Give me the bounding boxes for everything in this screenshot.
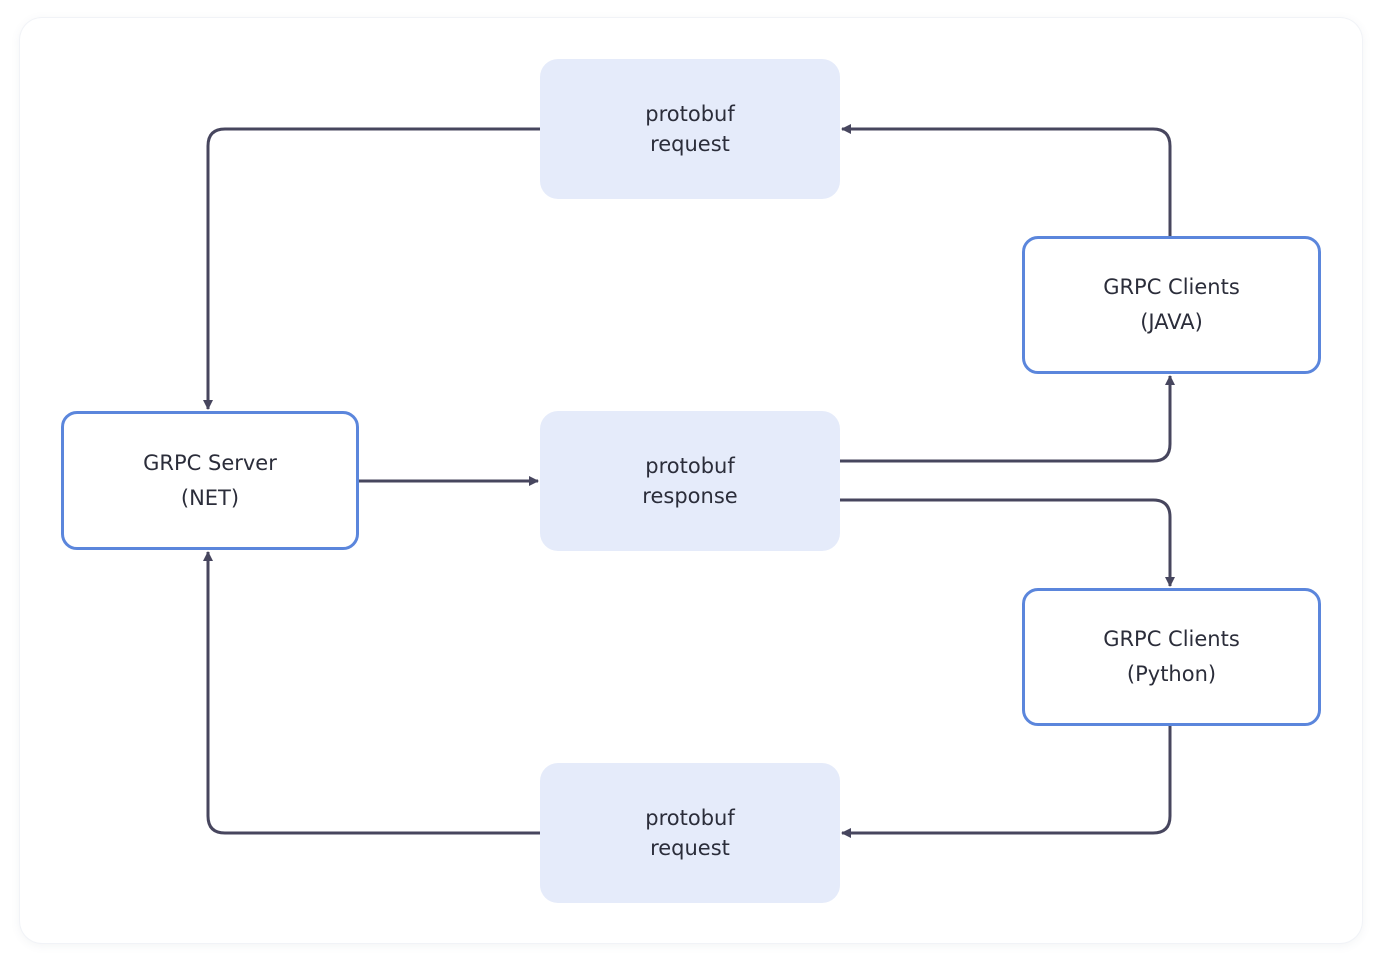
grpc-clients-python-title: GRPC Clients [1103, 627, 1240, 651]
protobuf-request-bottom-node: protobuf request [540, 763, 840, 903]
protobuf-request-bottom-line1: protobuf [645, 806, 735, 830]
grpc-clients-python-node: GRPC Clients (Python) [1022, 588, 1321, 726]
edge-request-bottom-to-server [203, 551, 540, 835]
grpc-server-subtitle: (NET) [180, 485, 240, 510]
grpc-clients-python-subtitle: (Python) [1126, 662, 1217, 686]
edge-request-top-to-server [203, 127, 540, 410]
protobuf-request-top-line2: request [650, 132, 730, 156]
grpc-clients-java-title: GRPC Clients [1103, 275, 1240, 299]
protobuf-request-top-node: protobuf request [540, 59, 840, 199]
protobuf-response-node: protobuf response [540, 411, 840, 551]
protobuf-response-line1: protobuf [645, 454, 735, 478]
grpc-clients-java-node: GRPC Clients (JAVA) [1022, 236, 1321, 374]
edge-response-to-java [840, 375, 1175, 463]
edge-java-to-request-top [841, 124, 1172, 236]
protobuf-request-top-line1: protobuf [645, 102, 735, 126]
grpc-server-title: GRPC Server [143, 450, 277, 475]
grpc-clients-java-subtitle: (JAVA) [1140, 310, 1203, 334]
protobuf-response-line2: response [642, 484, 738, 508]
edge-response-to-python [840, 498, 1175, 587]
edge-python-to-request-bottom [841, 726, 1172, 838]
protobuf-request-bottom-line2: request [650, 836, 730, 860]
grpc-server-node: GRPC Server (NET) [61, 411, 359, 550]
